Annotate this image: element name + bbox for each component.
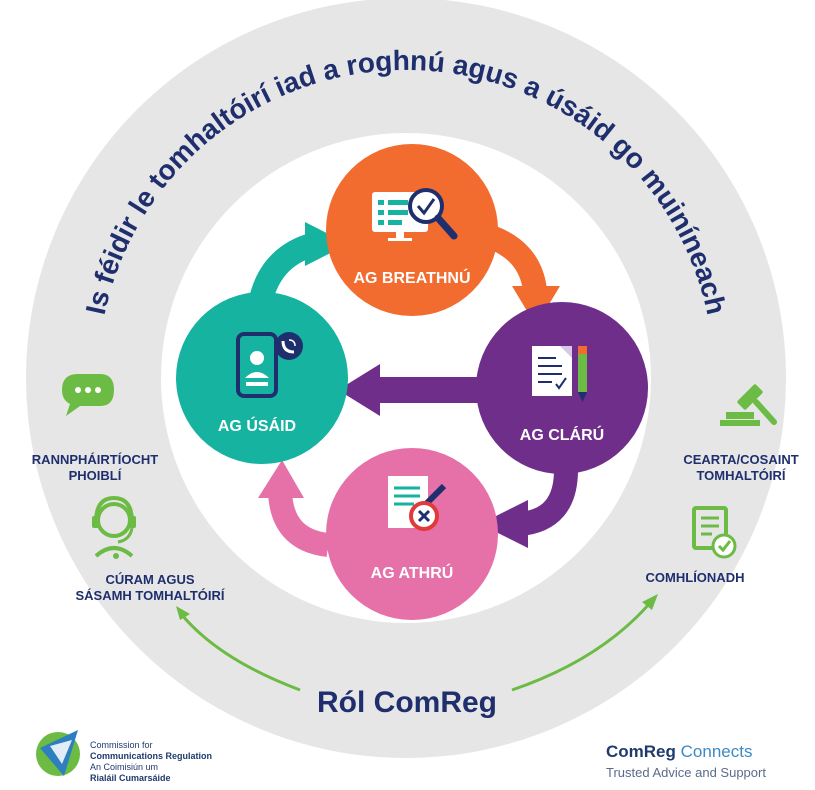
logo-line4: Rialáil Cumarsáide xyxy=(90,773,171,783)
label-care: CÚRAM AGUS SÁSAMH TOMHALTÓIRÍ xyxy=(50,572,250,604)
connects-suffix: Connects xyxy=(680,742,753,761)
phone-contact-icon xyxy=(236,332,303,398)
circle-athru xyxy=(326,448,498,620)
label-participation-line2: PHOIBLÍ xyxy=(68,468,122,483)
connects-brand: ComReg xyxy=(606,742,676,761)
green-arrow-left xyxy=(180,614,301,692)
gavel-icon xyxy=(720,384,777,426)
document-cancel-icon xyxy=(388,476,447,531)
document-pencil-icon xyxy=(532,346,587,402)
purple-down-arrow xyxy=(518,469,578,536)
label-rights: CEARTA/COSAINT TOMHALTÓIRÍ xyxy=(666,452,815,484)
compliance-document-icon xyxy=(692,506,737,559)
label-breathnu: AG BREATHNÚ xyxy=(353,268,470,287)
label-rights-line1: CEARTA/COSAINT xyxy=(683,452,799,467)
purple-arrow-bar xyxy=(372,377,484,403)
logo-line3: An Coimisiún um xyxy=(90,762,159,772)
pink-arrow-head xyxy=(258,460,304,498)
purple-down-arrow-head xyxy=(480,500,528,548)
green-arrow-left-head xyxy=(176,606,190,620)
logo-line2: Communications Regulation xyxy=(90,751,213,761)
green-arrow-right xyxy=(511,602,652,692)
label-care-line1: CÚRAM AGUS xyxy=(105,572,195,587)
teal-arrow-head xyxy=(305,222,348,266)
label-claru: AG CLÁRÚ xyxy=(520,425,604,444)
label-care-line2: SÁSAMH TOMHALTÓIRÍ xyxy=(75,588,225,603)
label-compliance: COMHLÍONADH xyxy=(645,570,745,585)
label-participation-line1: RANNPHÁIRTÍOCHT xyxy=(31,452,159,467)
monitor-search-icon xyxy=(372,188,458,241)
label-rights-line2: TOMHALTÓIRÍ xyxy=(696,468,786,483)
orange-arrow-head xyxy=(512,286,560,326)
label-athru: AG ATHRÚ xyxy=(371,563,454,582)
logo-text: Commission for Communications Regulation… xyxy=(90,740,212,784)
connects-title: ComReg Connects xyxy=(606,742,752,762)
green-arrow-right-head xyxy=(642,594,658,610)
chat-bubble-icon xyxy=(62,374,114,416)
headset-agent-icon xyxy=(92,495,136,559)
logo-line1: Commission for xyxy=(90,740,153,750)
purple-arrow-head xyxy=(338,364,380,416)
bottom-title: Ról ComReg xyxy=(317,686,497,719)
label-usaid: AG ÚSÁID xyxy=(218,416,296,435)
pink-arrow xyxy=(268,490,330,557)
connects-tagline: Trusted Advice and Support xyxy=(606,765,766,780)
label-participation: RANNPHÁIRTÍOCHT PHOIBLÍ xyxy=(20,452,170,484)
comreg-logo-icon xyxy=(36,730,80,776)
